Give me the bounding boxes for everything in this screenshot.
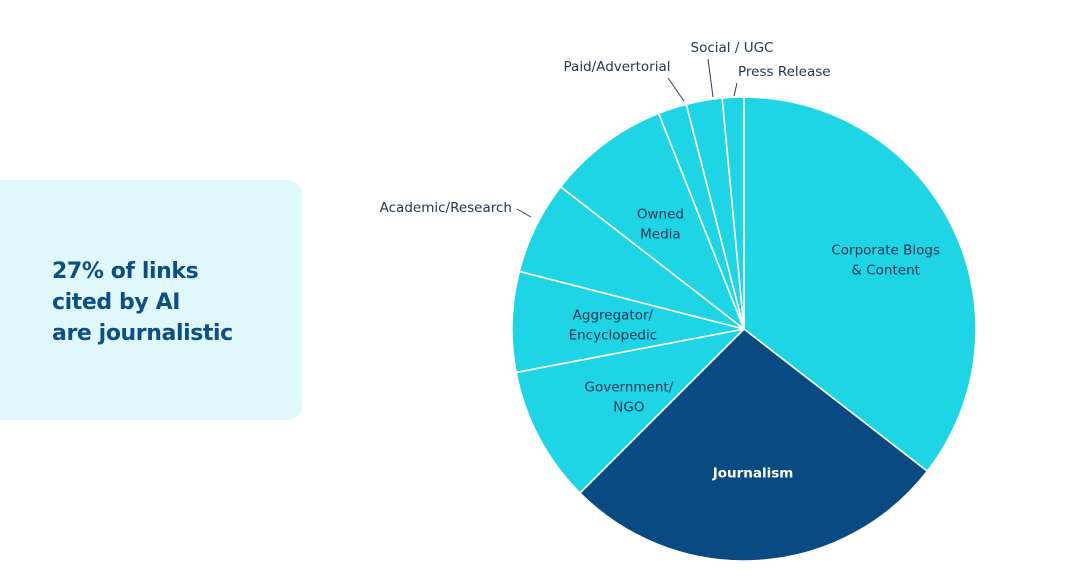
slice-label-line: Social / UGC (691, 40, 774, 56)
pie-slice (743, 96, 977, 472)
slice-label: Press Release (738, 64, 831, 80)
slice-label: Corporate Blogs & Content (831, 243, 940, 279)
slice-label-line: Corporate Blogs (831, 243, 940, 259)
callout-headline: 27% of links cited by AI are journalisti… (52, 256, 292, 349)
slice-label-line: Paid/Advertorial (564, 59, 671, 75)
slice-label: Aggregator/Encyclopedic (569, 308, 658, 344)
slice-label-line: NGO (613, 399, 644, 415)
slice-label: Government/NGO (585, 379, 674, 415)
callout-line-3: are journalistic (52, 321, 233, 346)
pie-slice (515, 328, 745, 494)
callout-line-1: 27% of links (52, 259, 199, 284)
slice-label-line: Owned (637, 207, 684, 223)
slice-label: Social / UGC (691, 40, 774, 56)
pie-slice (559, 112, 745, 330)
pie-slice (511, 270, 745, 374)
slice-label-line: Press Release (738, 64, 831, 80)
pie-slices (511, 96, 977, 562)
slice-label-line: Media (640, 227, 681, 243)
leader-line (516, 208, 532, 218)
slice-label: Academic/Research (380, 200, 512, 216)
pie-slice (721, 96, 745, 330)
slice-label-line: Academic/Research (380, 200, 512, 216)
slice-label-line: Encyclopedic (569, 328, 658, 344)
leader-lines (516, 58, 738, 218)
pie-slice (579, 328, 929, 562)
slice-label-line: Journalism (712, 466, 794, 482)
callout-box: 27% of links cited by AI are journalisti… (0, 180, 302, 420)
callout-line-2: cited by AI (52, 290, 180, 315)
slice-label-line: & Content (851, 263, 920, 279)
slice-label: Journalism (712, 466, 794, 482)
slice-label-line: Government/ (585, 379, 674, 395)
leader-line (667, 77, 685, 102)
slice-label: Paid/Advertorial (564, 59, 671, 75)
slice-label-line: Aggregator/ (573, 308, 654, 324)
leader-line (733, 82, 738, 97)
leader-line (707, 58, 714, 98)
